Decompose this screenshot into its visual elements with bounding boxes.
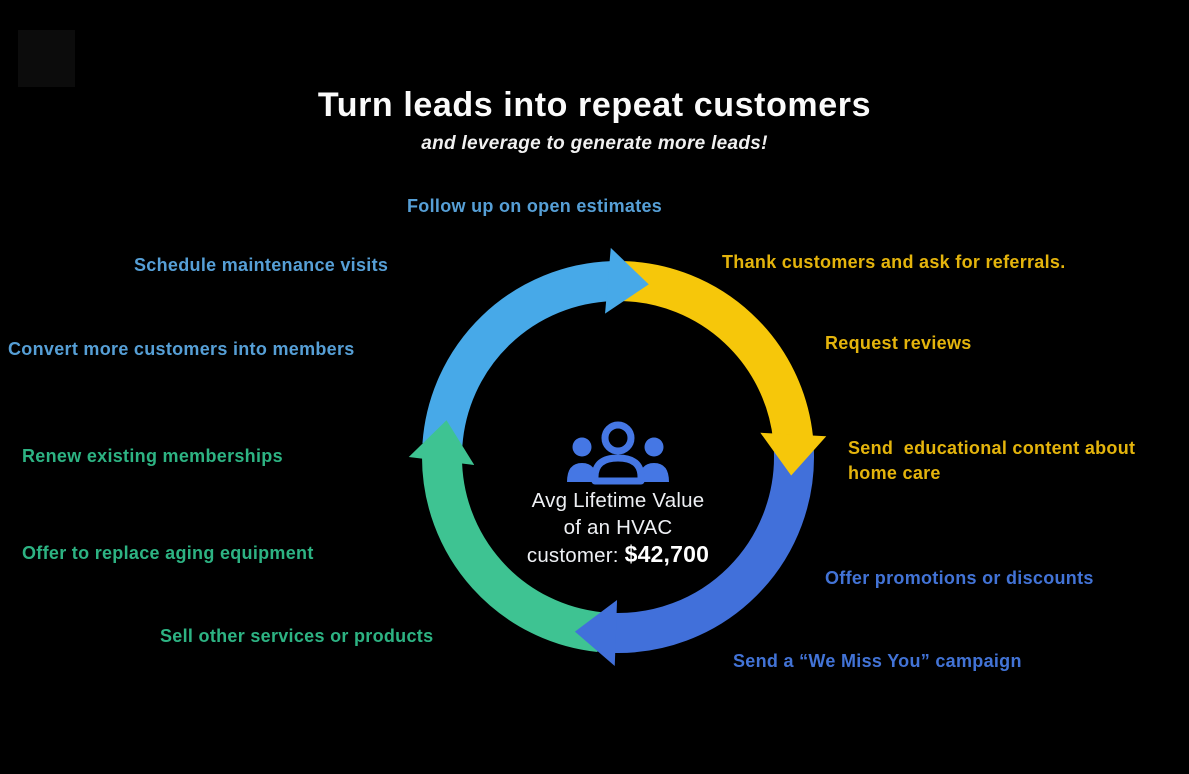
center-line-2: of an HVAC — [563, 516, 673, 539]
people-group-icon — [567, 421, 669, 485]
page-title: Turn leads into repeat customers — [317, 86, 872, 124]
arrow-royal-blue-icon — [574, 600, 618, 667]
label-renew-memberships: Renew existing memberships — [22, 446, 283, 466]
label-replace-equipment: Offer to replace aging equipment — [22, 543, 314, 563]
arrow-sky-blue-icon — [605, 247, 649, 314]
arrow-green-icon — [408, 420, 475, 465]
center-value-prefix: customer: — [526, 544, 625, 567]
header: Turn leads into repeat customers and lev… — [0, 86, 1189, 155]
label-we-miss-you: Send a “We Miss You” campaign — [733, 651, 1022, 671]
label-schedule-maintenance: Schedule maintenance visits — [134, 255, 389, 275]
cycle-arc-sky-blue — [422, 261, 613, 447]
label-offer-promotions: Offer promotions or discounts — [825, 568, 1094, 588]
center-value-block: Avg Lifetime Value of an HVAC customer: … — [398, 487, 838, 569]
cycle-diagram — [408, 247, 827, 667]
cycle-arc-royal-blue — [611, 450, 814, 653]
label-sell-other: Sell other services or products — [160, 626, 434, 646]
corner-artifact — [18, 30, 75, 87]
label-thank-referrals: Thank customers and ask for referrals. — [722, 252, 1066, 272]
arrow-yellow-icon — [760, 432, 827, 476]
page-subtitle: and leverage to generate more leads! — [421, 133, 768, 155]
label-send-educational: Send educational content about home care — [848, 438, 1136, 483]
center-line-1: Avg Lifetime Value — [531, 489, 705, 512]
label-follow-up: Follow up on open estimates — [407, 196, 663, 216]
lifetime-value: $42,700 — [624, 541, 710, 567]
label-request-reviews: Request reviews — [825, 333, 972, 353]
center-line-3: customer: $42,700 — [398, 541, 838, 569]
cycle-arc-yellow — [623, 261, 813, 441]
label-convert-members: Convert more customers into members — [8, 339, 355, 359]
cycle-arc-green — [422, 456, 602, 652]
